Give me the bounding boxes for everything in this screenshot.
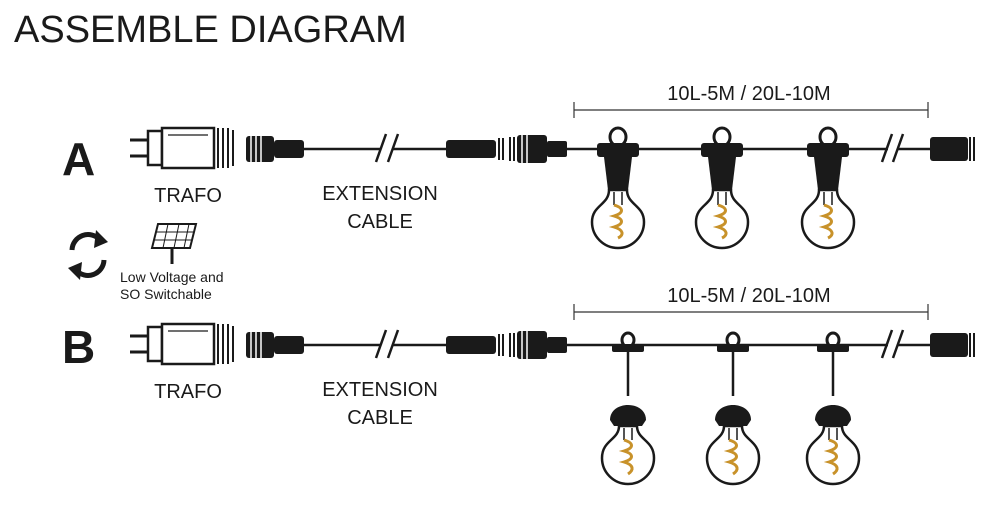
trafo-label-b: TRAFO	[154, 381, 222, 403]
end-cap-a	[930, 137, 968, 161]
extension-label-a-line1: EXTENSION	[322, 183, 438, 205]
bulb-a-3	[800, 126, 856, 250]
bulb-b-3	[805, 331, 861, 486]
trafo-plug-icon	[130, 126, 234, 170]
end-cap-b	[930, 333, 968, 357]
string-connector-b	[509, 331, 567, 359]
row-letter-a: A	[62, 133, 95, 185]
length-label-b: 10L-5M / 20L-10M	[667, 285, 830, 307]
solar-panel-icon	[150, 223, 198, 264]
trafo-plug-icon	[130, 322, 234, 366]
extension-cable-a	[246, 133, 504, 163]
trafo-label-a: TRAFO	[154, 185, 222, 207]
bulb-b-1	[600, 331, 656, 486]
extension-label-b-line1: EXTENSION	[322, 379, 438, 401]
bulb-a-2	[694, 126, 750, 250]
bulb-b-2	[705, 331, 761, 486]
switch-note-line1: Low Voltage and	[120, 269, 224, 285]
row-b: B TRAFO EXTENSION	[62, 285, 975, 486]
length-label-a: 10L-5M / 20L-10M	[667, 83, 830, 105]
extension-cable-b	[246, 329, 504, 359]
row-a: A TRAFO EXTE	[62, 83, 975, 250]
row-letter-b: B	[62, 321, 95, 373]
string-connector-a	[509, 135, 567, 163]
length-bracket-b	[573, 304, 929, 320]
length-bracket-a	[573, 102, 929, 118]
extension-label-b-line2: CABLE	[347, 407, 413, 429]
extension-label-a-line2: CABLE	[347, 211, 413, 233]
switch-arrows-icon	[68, 230, 108, 280]
diagram-title: ASSEMBLE DIAGRAM	[14, 9, 407, 51]
switch-note-line2: SO Switchable	[120, 286, 212, 302]
bulb-a-1	[590, 126, 646, 250]
